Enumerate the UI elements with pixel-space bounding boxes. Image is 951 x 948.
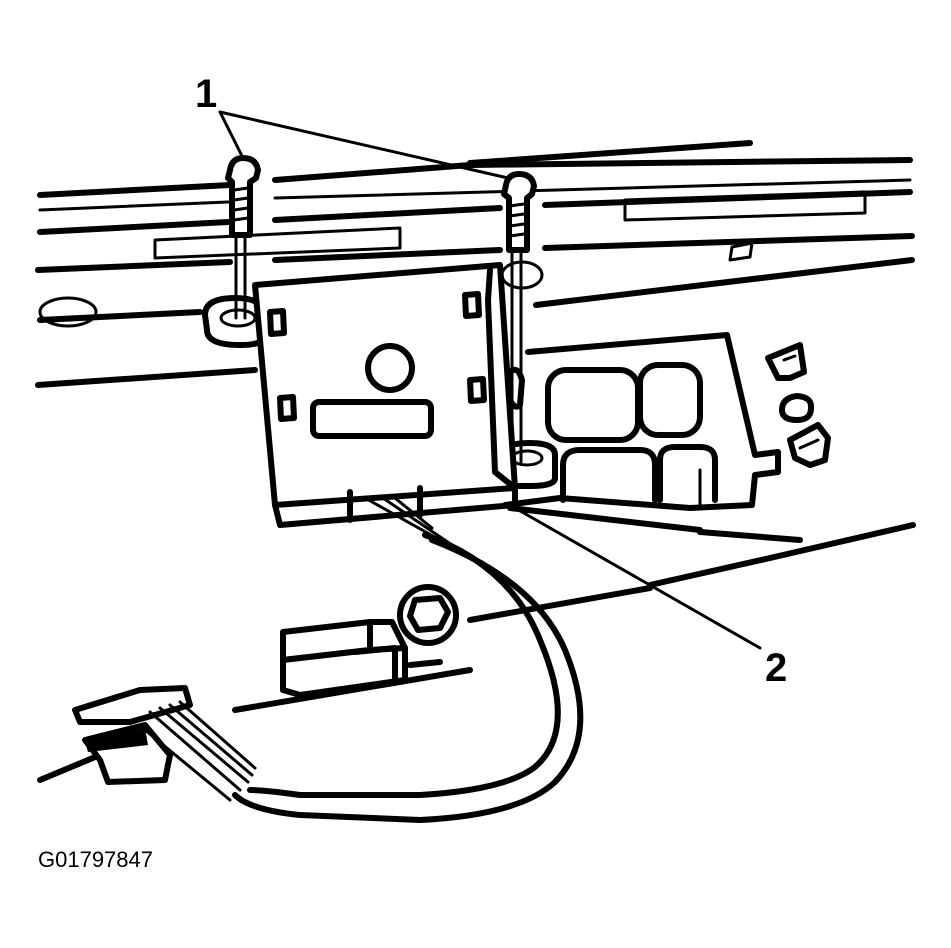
screw-left bbox=[225, 155, 261, 320]
screw-boss-left bbox=[202, 295, 265, 348]
figure-id-label: G01797847 bbox=[38, 847, 153, 872]
harness-connector-center bbox=[280, 619, 408, 698]
screw-right bbox=[501, 171, 537, 464]
wire-harness bbox=[232, 492, 584, 823]
retainer-clips bbox=[765, 342, 831, 468]
upper-trim-panel bbox=[35, 140, 915, 388]
mounting-nut bbox=[397, 584, 459, 646]
lower-panel bbox=[37, 505, 916, 783]
harness-connector-left bbox=[72, 685, 257, 802]
control-module bbox=[252, 262, 525, 528]
leader-lines bbox=[218, 110, 762, 650]
mounting-bracket bbox=[502, 332, 781, 511]
callout-label-2: 2 bbox=[765, 646, 788, 690]
callout-label-1: 1 bbox=[195, 72, 218, 116]
